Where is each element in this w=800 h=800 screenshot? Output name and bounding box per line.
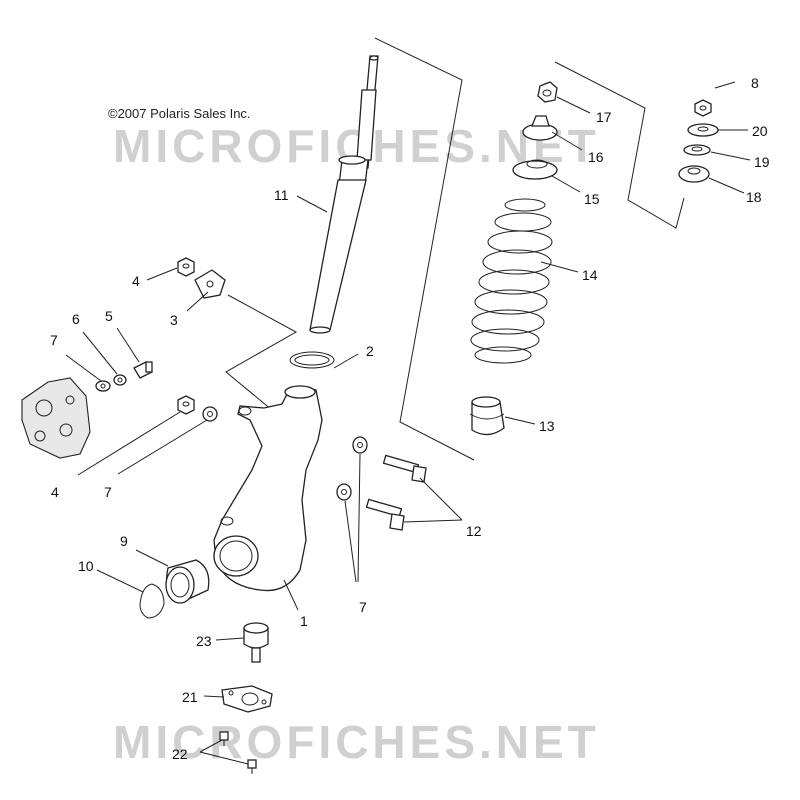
ball-joint-plate <box>221 685 273 713</box>
watermark-bottom: MICROFICHES.NET <box>113 716 600 768</box>
callout-3: 3 <box>170 312 178 328</box>
upper-mount <box>522 115 558 141</box>
lock-washer <box>113 374 127 386</box>
callout-18: 18 <box>746 189 762 205</box>
nut-small <box>694 99 712 117</box>
caliper-bolt <box>133 361 153 379</box>
copyright-text: ©2007 Polaris Sales Inc. <box>108 106 251 121</box>
callout-13: 13 <box>539 418 555 434</box>
brake-line-clip <box>194 269 226 299</box>
callout-7-left: 7 <box>50 332 58 348</box>
top-nut <box>537 81 558 103</box>
washer-rubber <box>683 144 711 156</box>
ball-joint <box>243 622 269 663</box>
wheel-bearing <box>165 559 210 604</box>
upper-spring-seat <box>512 159 558 180</box>
callout-21: 21 <box>182 689 198 705</box>
washer-right-lower <box>336 483 352 501</box>
callout-1: 1 <box>300 613 308 629</box>
strut-bolt-lower <box>365 498 405 531</box>
nut-lower <box>177 395 195 415</box>
callout-numbers: 1 2 3 4 4 5 6 7 7 7 8 9 10 11 12 13 14 1… <box>50 75 770 762</box>
washer-middle <box>202 406 218 422</box>
callout-4-lower: 4 <box>51 484 59 500</box>
callout-8: 8 <box>751 75 759 91</box>
washer-left <box>95 380 111 392</box>
callout-7-right: 7 <box>359 599 367 615</box>
snap-ring <box>139 583 165 619</box>
callout-4-upper: 4 <box>132 273 140 289</box>
callout-19: 19 <box>754 154 770 170</box>
callout-7-middle: 7 <box>104 484 112 500</box>
bump-stop <box>469 396 505 436</box>
callout-15: 15 <box>584 191 600 207</box>
shock-absorber <box>309 55 379 334</box>
callout-12: 12 <box>466 523 482 539</box>
callout-20: 20 <box>752 123 768 139</box>
coil-spring <box>470 198 553 364</box>
washer-right-upper <box>352 436 368 454</box>
callout-11: 11 <box>274 187 289 203</box>
callout-14: 14 <box>582 267 598 283</box>
callout-5: 5 <box>105 308 113 324</box>
callout-10: 10 <box>78 558 94 574</box>
brake-caliper <box>21 377 91 459</box>
callout-16: 16 <box>588 149 604 165</box>
callout-2: 2 <box>366 343 374 359</box>
callout-9: 9 <box>120 533 128 549</box>
steering-knuckle <box>213 385 323 592</box>
washer-flat <box>687 123 719 137</box>
strut-bolt-upper <box>382 454 427 483</box>
callout-22: 22 <box>172 746 188 762</box>
leader-lines <box>65 81 751 765</box>
callout-6: 6 <box>72 311 80 327</box>
callout-23: 23 <box>196 633 212 649</box>
strut-bracket-lines <box>225 37 685 461</box>
nut-upper <box>177 257 195 277</box>
bushing <box>678 165 710 183</box>
callout-17: 17 <box>596 109 612 125</box>
o-ring <box>289 351 335 369</box>
